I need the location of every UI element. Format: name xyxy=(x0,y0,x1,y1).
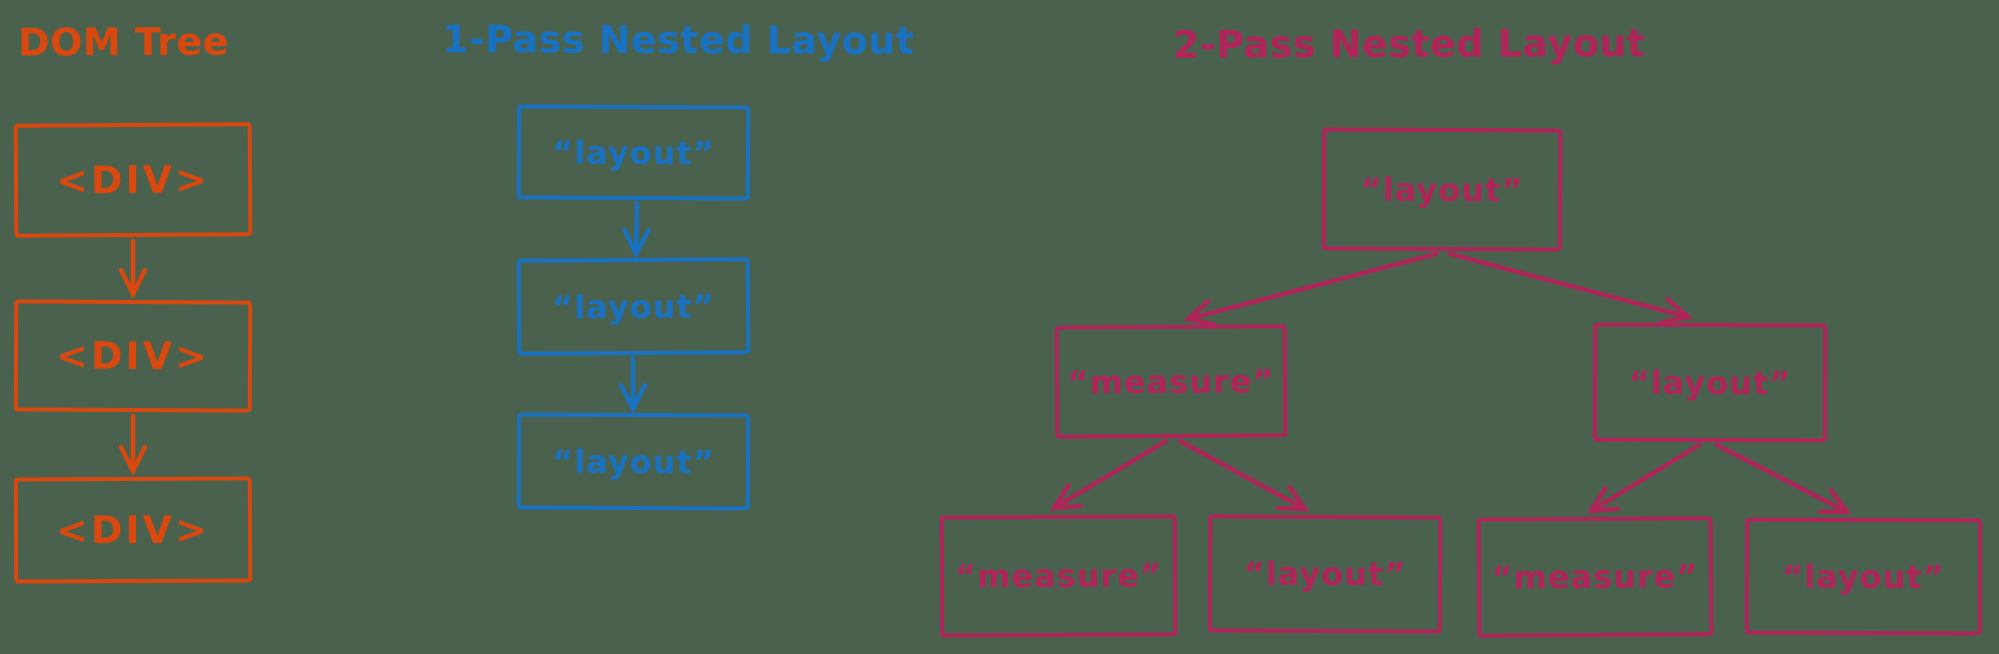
two-pass-leaf-layout-1-label: “layout” xyxy=(1243,554,1407,594)
dom-node-1-label: <DIV> xyxy=(55,157,211,203)
one-pass-node-2: “layout” xyxy=(516,257,751,356)
two-pass-leaf-measure-1-label: “measure” xyxy=(954,556,1163,596)
two-pass-root-label: “layout” xyxy=(1360,170,1524,209)
two-pass-mid-measure-label: “measure” xyxy=(1067,361,1275,402)
arrow-2pass-measure-layout xyxy=(1177,438,1305,509)
one-pass-node-1: “layout” xyxy=(516,104,751,201)
arrow-2pass-layout-measure xyxy=(1591,442,1702,511)
arrow-2pass-measure-measure xyxy=(1054,438,1169,508)
two-pass-leaf-measure-2-label: “measure” xyxy=(1491,557,1699,597)
dom-node-1: <DIV> xyxy=(13,122,253,238)
two-pass-leaf-layout-1-node: “layout” xyxy=(1207,514,1443,634)
dom-node-2: <DIV> xyxy=(13,299,253,413)
one-pass-node-1-label: “layout” xyxy=(552,133,715,172)
two-pass-leaf-measure-2-node: “measure” xyxy=(1476,516,1714,638)
two-pass-leaf-layout-2-label: “layout” xyxy=(1782,557,1945,596)
two-pass-mid-layout-label: “layout” xyxy=(1628,363,1792,402)
two-pass-mid-layout-node: “layout” xyxy=(1592,322,1828,443)
dom-node-3: <DIV> xyxy=(13,476,253,584)
dom-tree-title: DOM Tree xyxy=(17,19,230,65)
two-pass-mid-measure-node: “measure” xyxy=(1054,324,1288,439)
arrow-2pass-root-layout xyxy=(1447,251,1688,317)
one-pass-node-3: “layout” xyxy=(516,412,751,511)
two-pass-root-node: “layout” xyxy=(1321,127,1563,252)
one-pass-node-3-label: “layout” xyxy=(552,442,715,481)
dom-node-3-label: <DIV> xyxy=(56,507,210,553)
dom-node-2-label: <DIV> xyxy=(55,333,211,379)
two-pass-leaf-measure-1-node: “measure” xyxy=(939,514,1178,638)
one-pass-node-2-label: “layout” xyxy=(552,287,715,326)
one-pass-title: 1-Pass Nested Layout xyxy=(441,17,915,63)
arrow-2pass-layout-layout xyxy=(1714,442,1847,512)
two-pass-title: 2-Pass Nested Layout xyxy=(1172,21,1646,67)
two-pass-leaf-layout-2-node: “layout” xyxy=(1744,517,1983,636)
arrow-1pass-1-2 xyxy=(636,200,637,254)
arrow-2pass-root-measure xyxy=(1188,251,1439,319)
